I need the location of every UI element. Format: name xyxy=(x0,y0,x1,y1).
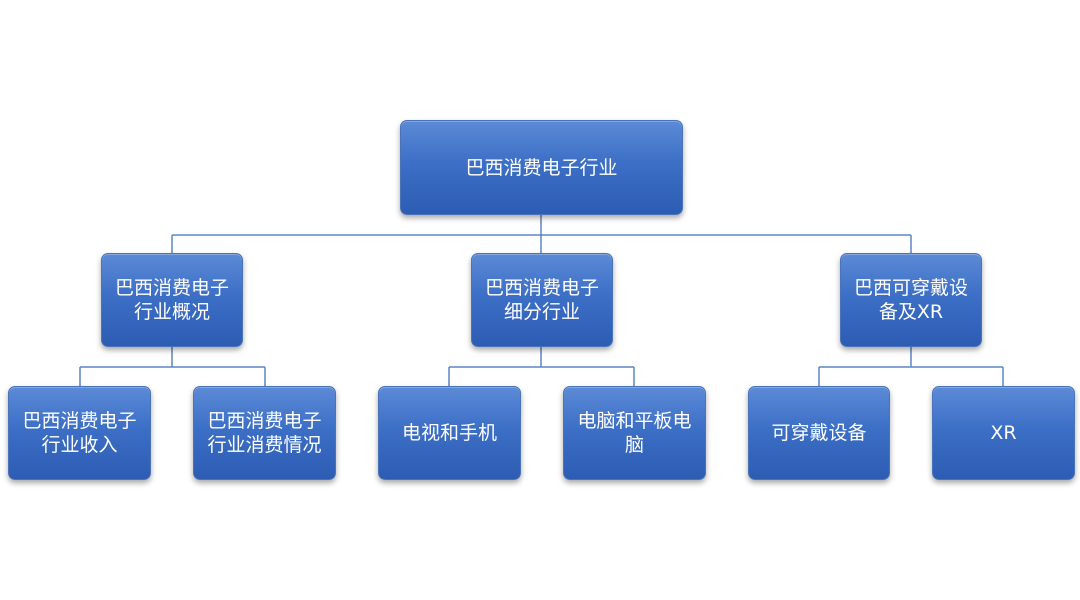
node-label: 巴西消费电子行业 xyxy=(465,156,618,179)
node-root-brazil-consumer-electronics[interactable]: 巴西消费电子行业 xyxy=(400,120,683,215)
node-computers-and-tablets[interactable]: 电脑和平板电脑 xyxy=(563,386,706,480)
connector-wearables-to-children xyxy=(818,347,1004,386)
connector-segments-to-children xyxy=(448,347,635,386)
connector-overview-to-children xyxy=(79,347,266,386)
node-label: 巴西消费电子行业消费情况 xyxy=(207,410,322,456)
node-industry-overview[interactable]: 巴西消费电子行业概况 xyxy=(101,253,243,347)
node-wearable-devices[interactable]: 可穿戴设备 xyxy=(748,386,890,480)
node-industry-segments[interactable]: 巴西消费电子细分行业 xyxy=(471,253,613,347)
connector-root-to-level1 xyxy=(171,215,912,253)
node-tv-and-phones[interactable]: 电视和手机 xyxy=(378,386,521,480)
node-industry-income[interactable]: 巴西消费电子行业收入 xyxy=(8,386,151,480)
node-label: 巴西消费电子行业收入 xyxy=(22,410,137,456)
node-label: XR xyxy=(990,422,1017,444)
node-industry-consumption[interactable]: 巴西消费电子行业消费情况 xyxy=(193,386,336,480)
node-label: 巴西消费电子行业概况 xyxy=(114,277,229,323)
node-wearables-and-xr[interactable]: 巴西可穿戴设备及XR xyxy=(840,253,982,347)
node-label: 电视和手机 xyxy=(401,422,497,444)
node-xr[interactable]: XR xyxy=(932,386,1075,480)
node-label: 巴西消费电子细分行业 xyxy=(484,277,599,323)
node-label: 可穿戴设备 xyxy=(771,422,867,444)
node-label: 电脑和平板电脑 xyxy=(577,410,692,456)
node-label: 巴西可穿戴设备及XR xyxy=(853,277,968,323)
